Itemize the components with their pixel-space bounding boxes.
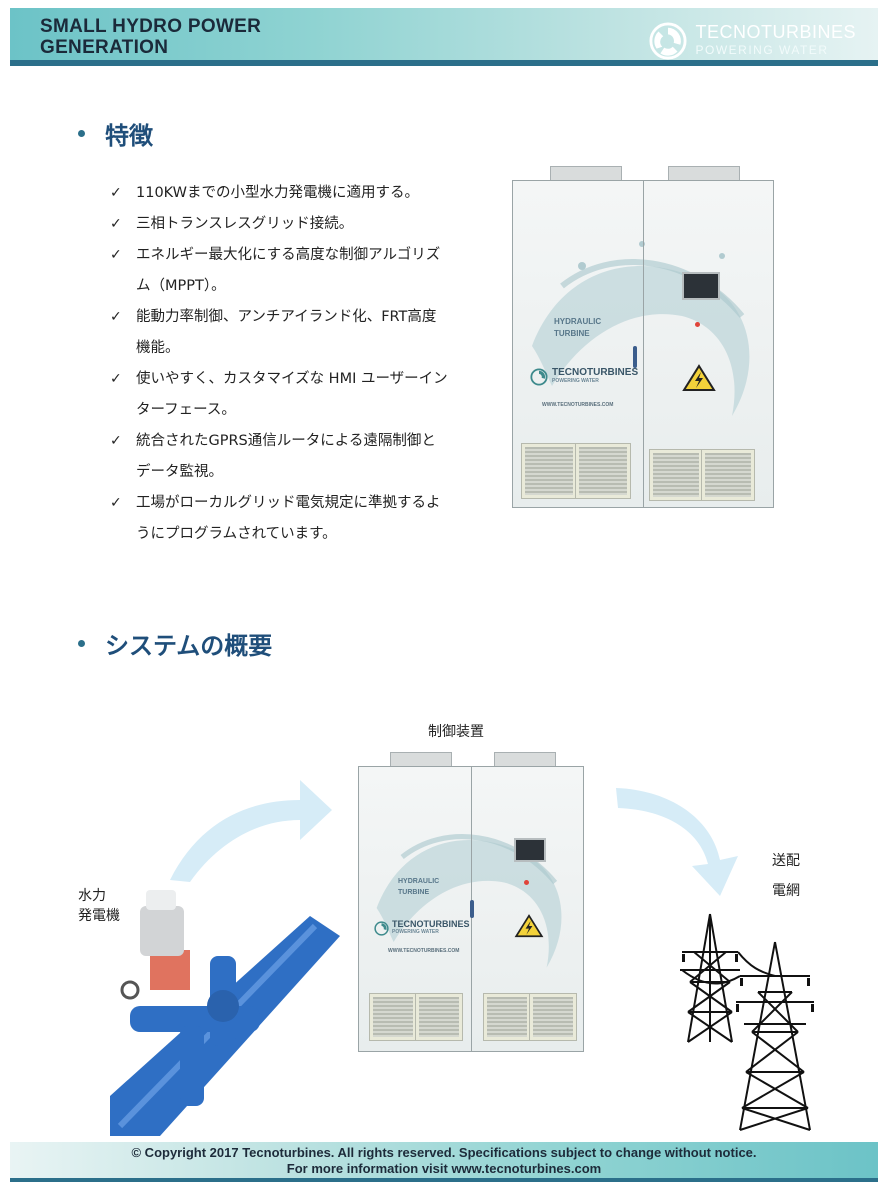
checkmark-icon: ✓ — [110, 185, 122, 201]
overview-heading-text: システムの概要 — [105, 632, 273, 660]
vent-grille — [484, 994, 530, 1040]
vent-grille — [522, 444, 576, 498]
logo-name: TECNOTURBINES — [695, 22, 856, 42]
transmission-tower-icon — [680, 913, 814, 1131]
indicator-light-icon — [524, 880, 529, 885]
cabinet-brand: TECNOTURBINES POWERING WATER — [374, 920, 470, 936]
features-heading-text: 特徴 — [105, 122, 153, 150]
feature-item: ✓能動力率制御、アンチアイランド化、FRT高度機能。 — [110, 302, 450, 364]
turbine-logo-icon — [649, 22, 688, 60]
turbine-logo-icon — [374, 920, 389, 936]
header-title: SMALL HYDRO POWER GENERATION — [40, 16, 262, 58]
feature-item: ✓三相トランスレスグリッド接続。 — [110, 209, 450, 240]
vent-grille — [416, 994, 462, 1040]
vent-grille — [576, 444, 630, 498]
checkmark-icon: ✓ — [110, 216, 122, 232]
hmi-screen — [682, 272, 720, 300]
hmi-screen — [514, 838, 546, 862]
overview-heading: システムの概要 — [78, 626, 272, 661]
vent-grille — [702, 450, 754, 500]
footer-copyright: © Copyright 2017 Tecnoturbines. All righ… — [131, 1145, 757, 1160]
checkmark-icon: ✓ — [110, 371, 122, 387]
vent-grille — [650, 450, 702, 500]
feature-item: ✓110KWまでの小型水力発電機に適用する。 — [110, 178, 450, 209]
flow-arrow-to-grid-icon — [616, 788, 738, 896]
cabinet-print-text: HYDRAULIC TURBINE — [398, 878, 440, 896]
cabinet-door-split — [643, 180, 644, 508]
heading-bullet-icon — [78, 130, 85, 137]
features-list: ✓110KWまでの小型水力発電機に適用する。 ✓三相トランスレスグリッド接続。 … — [110, 178, 450, 550]
cabinet-brand: TECNOTURBINES POWERING WATER — [530, 368, 638, 386]
logo-tagline: POWERING WATER — [695, 43, 829, 57]
door-handle — [633, 346, 637, 368]
grid-label: 送配 電網 — [772, 853, 800, 899]
footer-website: For more information visit www.tecnoturb… — [286, 1161, 602, 1176]
features-heading: 特徴 — [78, 116, 153, 151]
vent-grille — [370, 994, 416, 1040]
cabinet-print-text: HYDRAULIC TURBINE — [554, 317, 602, 338]
turbine-logo-icon — [530, 368, 548, 386]
controller-cabinet-photo: HYDRAULIC TURBINE TECNOTURBINES POWERING… — [512, 166, 774, 508]
checkmark-icon: ✓ — [110, 433, 122, 449]
checkmark-icon: ✓ — [110, 309, 122, 325]
cabinet-url: WWW.TECNOTURBINES.COM — [388, 948, 460, 954]
footer-band: © Copyright 2017 Tecnoturbines. All righ… — [10, 1142, 878, 1178]
indicator-light-icon — [695, 322, 700, 327]
heading-bullet-icon — [78, 640, 85, 647]
header-stripe — [10, 60, 878, 66]
generator-label: 水力 発電機 — [78, 888, 120, 924]
controller-label: 制御装置 — [428, 724, 484, 740]
controller-cabinet-diagram: HYDRAULIC TURBINE TECNOTURBINES POWERING… — [358, 752, 584, 1052]
feature-item: ✓工場がローカルグリッド電気規定に準拠するようにプログラムされています。 — [110, 488, 450, 550]
high-voltage-warning-icon — [514, 914, 544, 938]
feature-item: ✓使いやすく、カスタマイズな HMI ユーザーインターフェース。 — [110, 364, 450, 426]
feature-item: ✓エネルギー最大化にする高度な制御アルゴリズム（MPPT）。 — [110, 240, 450, 302]
footer-stripe — [10, 1178, 878, 1182]
checkmark-icon: ✓ — [110, 495, 122, 511]
flow-arrow-to-controller-icon — [170, 780, 332, 882]
hydro-generator-icon — [110, 890, 340, 1136]
brand-logo: TECNOTURBINES POWERING WATER — [649, 22, 856, 60]
feature-item: ✓統合されたGPRS通信ルータによる遠隔制御とデータ監視。 — [110, 426, 450, 488]
water-splash-icon — [376, 834, 562, 968]
header-band: SMALL HYDRO POWER GENERATION TECNOTURBIN… — [10, 8, 878, 64]
high-voltage-warning-icon — [682, 364, 716, 391]
cabinet-url: WWW.TECNOTURBINES.COM — [542, 402, 614, 408]
door-handle — [470, 900, 474, 918]
checkmark-icon: ✓ — [110, 247, 122, 263]
vent-grille — [530, 994, 576, 1040]
